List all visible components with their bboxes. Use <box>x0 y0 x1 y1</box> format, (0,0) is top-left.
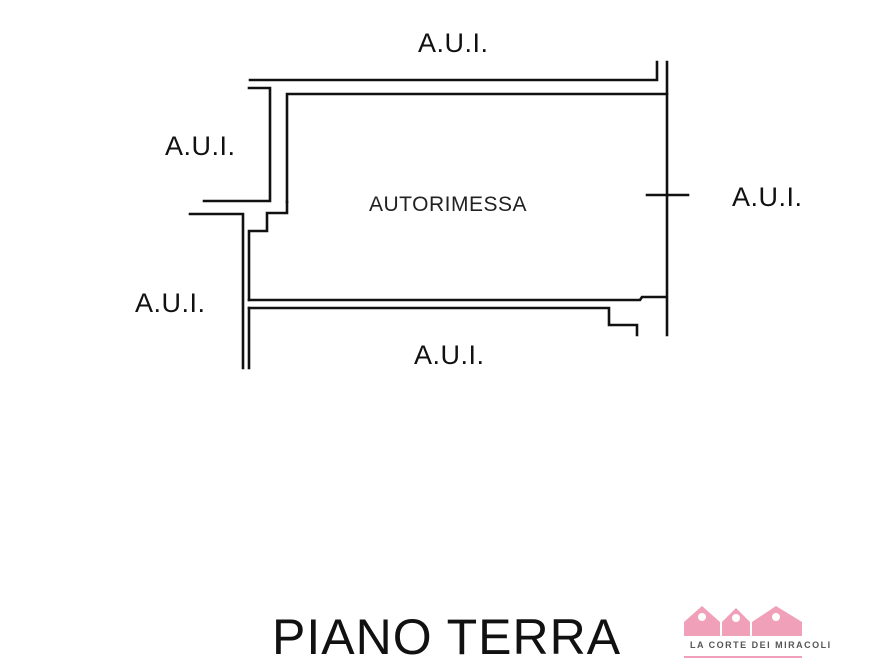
wall-bottom-outer <box>247 306 639 337</box>
wall-left-upper <box>202 86 272 203</box>
watermark-logo-icon <box>684 606 802 658</box>
label-neighbor-left-lower: A.U.I. <box>135 288 206 318</box>
label-neighbor-left-upper: A.U.I. <box>165 131 236 161</box>
wall-bottom-inner <box>247 295 667 302</box>
wall-top-outer <box>248 60 659 82</box>
wall-step-upper <box>188 212 245 370</box>
label-neighbor-top: A.U.I. <box>418 28 489 58</box>
wall-top-inner <box>285 92 669 204</box>
room-label: AUTORIMESSA <box>369 193 527 216</box>
wall-step-inner <box>247 200 289 302</box>
label-neighbor-right: A.U.I. <box>732 182 803 212</box>
label-neighbor-bottom: A.U.I. <box>414 340 485 370</box>
floor-title: PIANO TERRA <box>272 609 622 665</box>
watermark-brand-text: LA CORTE DEI MIRACOLI <box>690 640 832 650</box>
